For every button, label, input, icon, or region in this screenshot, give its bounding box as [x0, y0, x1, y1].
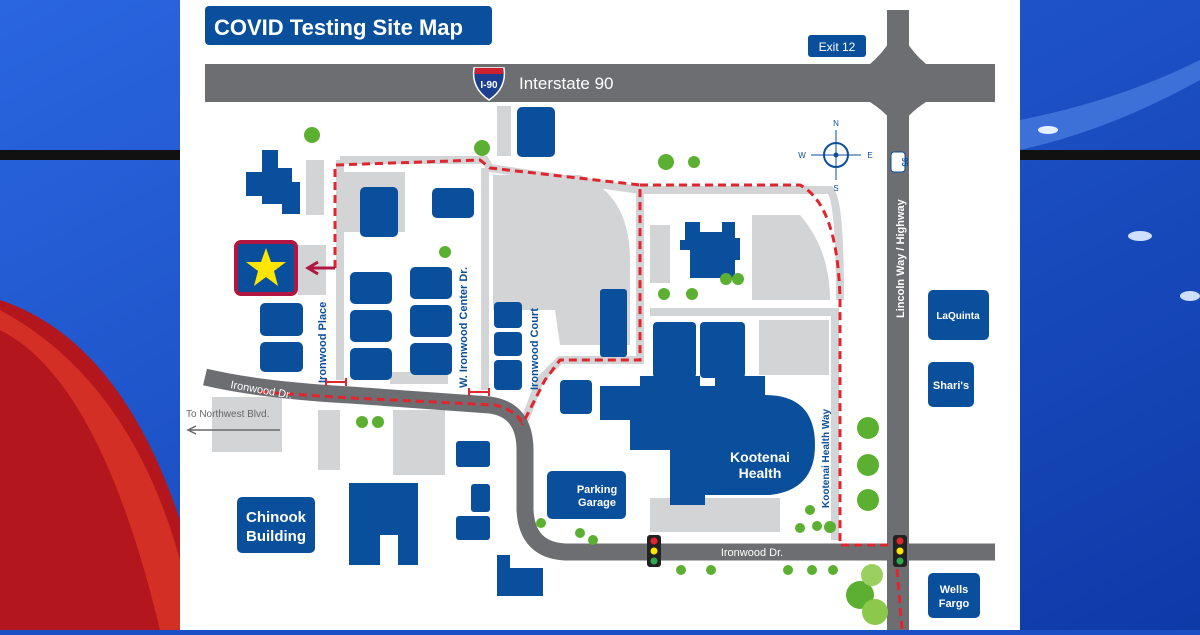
compass-rose-icon: N S E W [798, 119, 872, 193]
trees [304, 127, 888, 625]
exit-sign [808, 35, 866, 57]
building-label: Fargo [939, 598, 970, 610]
barrier-markers [325, 378, 490, 396]
traffic-light-icon [893, 535, 907, 567]
svg-text:W: W [798, 151, 806, 160]
lincoln-way-label: Lincoln Way / Highway [895, 198, 907, 318]
svg-text:I-90: I-90 [480, 80, 498, 91]
interstate-shield-icon: I-90 [472, 67, 506, 101]
building-label: Building [246, 528, 306, 545]
highway-shield-icon: 95 [890, 151, 909, 173]
building-label: Health [739, 465, 782, 481]
street-label: Kootenai Health Way [821, 408, 832, 508]
exit-label: Exit 12 [819, 40, 856, 54]
svg-text:E: E [867, 151, 872, 160]
site-map: COVID Testing Site Map Exit 12 I-90 Inte… [180, 0, 1020, 631]
buildings [237, 107, 989, 618]
testing-route [259, 158, 904, 631]
svg-text:N: N [833, 119, 839, 128]
star-icon [246, 248, 286, 286]
street-label: Ironwood Dr. [721, 547, 783, 559]
building-label: Chinook [246, 509, 307, 526]
roads [203, 10, 995, 630]
building-label: Shari's [933, 380, 969, 392]
building-label: Parking [577, 484, 617, 496]
building-label: Garage [578, 497, 616, 509]
map-canvas: COVID Testing Site Map Exit 12 I-90 Inte… [186, 6, 995, 631]
ironwood-dr-road [203, 368, 995, 561]
building-label: Kootenai [730, 449, 790, 465]
title-banner [205, 6, 492, 45]
page-title: COVID Testing Site Map [214, 15, 463, 40]
street-label: Ironwood Court [529, 308, 541, 390]
parking-lots [212, 106, 844, 540]
interstate-90-road [205, 64, 995, 102]
svg-text:95: 95 [900, 158, 909, 167]
arrow-left-icon [305, 260, 335, 276]
building-label: LaQuinta [936, 311, 980, 322]
street-label: To Northwest Blvd. [186, 409, 269, 420]
street-label: W. Ironwood Center Dr. [458, 267, 470, 388]
interstate-label: Interstate 90 [519, 74, 614, 93]
traffic-light-icon [647, 535, 661, 567]
arrow-left-icon [186, 425, 280, 435]
testing-site-marker[interactable] [234, 240, 298, 296]
building-label: Wells [940, 584, 969, 596]
svg-text:S: S [833, 184, 838, 193]
street-label: Ironwood Place [317, 302, 329, 383]
